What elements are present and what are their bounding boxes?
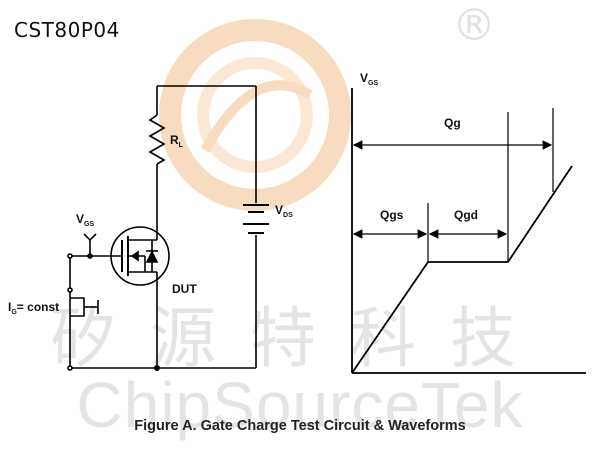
qg-label: Qg	[444, 116, 461, 130]
test-circuit	[67, 85, 269, 371]
logo-ring-inner	[197, 57, 313, 173]
rl-label: RL	[170, 133, 184, 149]
terminal-gate	[67, 253, 73, 259]
body-arrow	[130, 250, 139, 262]
ig-source-symbol	[70, 297, 85, 317]
vgs-label: VGS	[76, 212, 94, 228]
gate-charge-waveform	[351, 88, 586, 374]
terminal-ig-top	[67, 287, 73, 293]
diode-triangle	[145, 250, 159, 263]
vds-label: VDS	[275, 203, 293, 219]
ig-label: IG= const	[8, 300, 59, 316]
waveform-vgs-label: VGS	[360, 71, 378, 87]
logo-ring-outer	[159, 19, 351, 211]
qgs-label: Qgs	[380, 208, 404, 222]
qgd-label: Qgd	[454, 208, 478, 222]
terminal-bottom	[67, 365, 73, 371]
vgs-probe-head	[83, 233, 97, 242]
dut-label: DUT	[172, 282, 197, 296]
watermark-english: ChipSourceTek	[76, 369, 524, 441]
model-number: CST80P04	[14, 18, 120, 42]
load-resistor	[148, 114, 166, 165]
watermark-chinese: 矽源特科技	[50, 300, 550, 377]
figure-caption: Figure A. Gate Charge Test Circuit & Wav…	[134, 418, 466, 434]
vgs-curve	[351, 165, 573, 374]
registered-mark: ®	[452, 0, 496, 51]
node-bottom	[154, 364, 161, 371]
